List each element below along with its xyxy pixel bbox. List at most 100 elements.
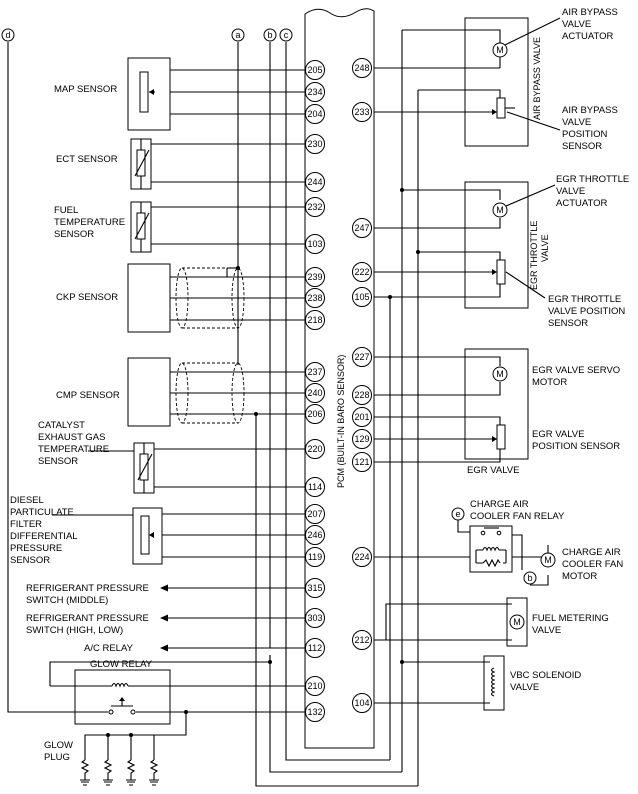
pin-right-233 <box>352 102 372 122</box>
pin-left-206 <box>305 404 325 424</box>
air-bypass-position-line-2: VALVE <box>562 117 591 128</box>
pin-label-129: 129 <box>354 434 369 444</box>
connector-letters: d a b c e b <box>1 28 537 585</box>
pin-label-210: 210 <box>307 681 322 691</box>
pin-label-206: 206 <box>307 409 322 419</box>
pin-left-244 <box>305 172 325 192</box>
catalyst-line-1: CATALYST <box>38 420 85 431</box>
pin-left-103 <box>305 234 325 254</box>
glow-relay: GLOW RELAY <box>74 659 171 725</box>
fuel-metering-valve: M FUEL METERING VALVE <box>506 597 609 647</box>
egr-servo-line-1: EGR VALVE SERVO <box>532 365 620 376</box>
pin-right-201 <box>352 407 372 427</box>
egr-throttle-valve: EGR THROTTLE VALVE M EGR THROTTLE VALVE … <box>464 174 629 329</box>
connector-d: d <box>5 30 10 40</box>
pin-label-238: 238 <box>307 293 322 303</box>
egr-servo-line-2: MOTOR <box>532 377 567 388</box>
pin-label-222: 222 <box>354 267 369 277</box>
pin-left-237 <box>305 362 325 382</box>
charge-air-relay-line-1: CHARGE AIR <box>470 499 529 510</box>
dpf-pressure-sensor: DIESEL PARTICULATE FILTER DIFFERENTIAL P… <box>10 495 163 566</box>
dpf-line-1: DIESEL <box>10 495 44 506</box>
pin-label-232: 232 <box>307 202 322 212</box>
pin-right-105 <box>352 287 372 307</box>
air-bypass-position-line-1: AIR BYPASS <box>562 105 618 116</box>
air-bypass-valve: AIR BYPASS VALVE M AIR BYPASS VALVE ACTU… <box>464 7 618 152</box>
catalyst-line-3: TEMPERATURE <box>38 444 109 455</box>
pin-left-207 <box>305 504 325 524</box>
pin-label-201: 201 <box>354 412 369 422</box>
refrigerant-switch-high-low: REFRIGERANT PRESSURE SWITCH (HIGH, LOW) <box>26 613 168 636</box>
pin-left-218 <box>305 310 325 330</box>
egr-throttle-group-line-2: VALVE <box>540 234 550 262</box>
fuel-metering-line-2: VALVE <box>532 625 561 636</box>
egr-position-line-2: POSITION SENSOR <box>532 441 620 452</box>
pin-label-218: 218 <box>307 315 322 325</box>
charge-air-motor-line-2: COOLER FAN <box>562 559 623 570</box>
air-bypass-motor-symbol: M <box>496 45 504 55</box>
glow-plugs: GLOW PLUG <box>44 740 159 786</box>
air-bypass-actuator-line-3: ACTUATOR <box>562 31 614 42</box>
pin-left-205 <box>305 60 325 80</box>
dpf-line-6: SENSOR <box>10 555 50 566</box>
pin-label-234: 234 <box>307 87 322 97</box>
connector-a: a <box>235 30 240 40</box>
air-bypass-actuator-line-1: AIR BYPASS <box>562 7 618 18</box>
pin-label-247: 247 <box>354 223 369 233</box>
pin-label-114: 114 <box>308 482 322 492</box>
vbc-solenoid-valve: VBC SOLENOID VALVE <box>483 655 581 711</box>
pin-right-248 <box>352 58 372 78</box>
pin-label-104: 104 <box>354 698 369 708</box>
map-sensor: MAP SENSOR <box>54 57 171 131</box>
egr-valve-group-label: EGR VALVE <box>467 465 519 476</box>
pin-label-103: 103 <box>307 239 322 249</box>
dpf-line-3: FILTER <box>10 519 42 530</box>
refrig-middle-line-1: REFRIGERANT PRESSURE <box>26 583 149 594</box>
pin-label-204: 204 <box>307 109 322 119</box>
pin-left-220 <box>305 439 325 459</box>
pin-left-239 <box>305 267 325 287</box>
pin-left-246 <box>305 525 325 545</box>
pin-left-119 <box>305 547 325 567</box>
pin-label-220: 220 <box>307 444 322 454</box>
pin-label-227: 227 <box>354 352 369 362</box>
pin-right-228 <box>352 385 372 405</box>
pin-left-204 <box>305 104 325 124</box>
refrig-middle-line-2: SWITCH (MIDDLE) <box>26 595 108 606</box>
pin-label-230: 230 <box>307 139 322 149</box>
charge-air-motor-line-3: MOTOR <box>562 571 597 582</box>
egr-throttle-position-line-3: SENSOR <box>548 318 588 329</box>
glow-plug-line-1: GLOW <box>44 740 73 751</box>
pin-label-105: 105 <box>354 292 369 302</box>
pin-label-121: 121 <box>354 457 369 467</box>
dpf-line-4: DIFFERENTIAL <box>10 531 78 542</box>
pcm-pins-left: 2052342042302442321032392382182372402062… <box>305 60 325 722</box>
pin-label-112: 112 <box>308 643 322 653</box>
ect-sensor-label: ECT SENSOR <box>56 154 118 165</box>
connector-e: e <box>455 509 460 519</box>
pin-right-224 <box>352 547 372 567</box>
pin-left-232 <box>305 197 325 217</box>
pin-left-230 <box>305 134 325 154</box>
egr-throttle-position-line-2: VALVE POSITION <box>548 306 625 317</box>
ckp-sensor: CKP SENSOR <box>56 263 245 333</box>
ect-sensor: ECT SENSOR <box>56 138 152 190</box>
pin-label-119: 119 <box>308 552 322 562</box>
ac-relay-label: A/C RELAY <box>84 643 134 654</box>
egr-servo-motor-symbol: M <box>496 369 504 379</box>
pin-left-114 <box>305 477 325 497</box>
pin-label-212: 212 <box>354 635 369 645</box>
air-bypass-group-label: AIR BYPASS VALVE <box>532 37 542 120</box>
pin-right-121 <box>352 452 372 472</box>
pin-label-303: 303 <box>307 613 322 623</box>
cmp-sensor-label: CMP SENSOR <box>56 390 120 401</box>
map-sensor-label: MAP SENSOR <box>54 84 117 95</box>
connector-c: c <box>284 30 289 40</box>
pin-left-210 <box>305 676 325 696</box>
pin-left-315 <box>305 578 325 598</box>
air-bypass-position-line-3: POSITION <box>562 129 608 140</box>
pin-label-240: 240 <box>307 388 322 398</box>
egr-throttle-actuator-line-3: ACTUATOR <box>556 198 608 209</box>
air-bypass-position-line-4: SENSOR <box>562 141 602 152</box>
